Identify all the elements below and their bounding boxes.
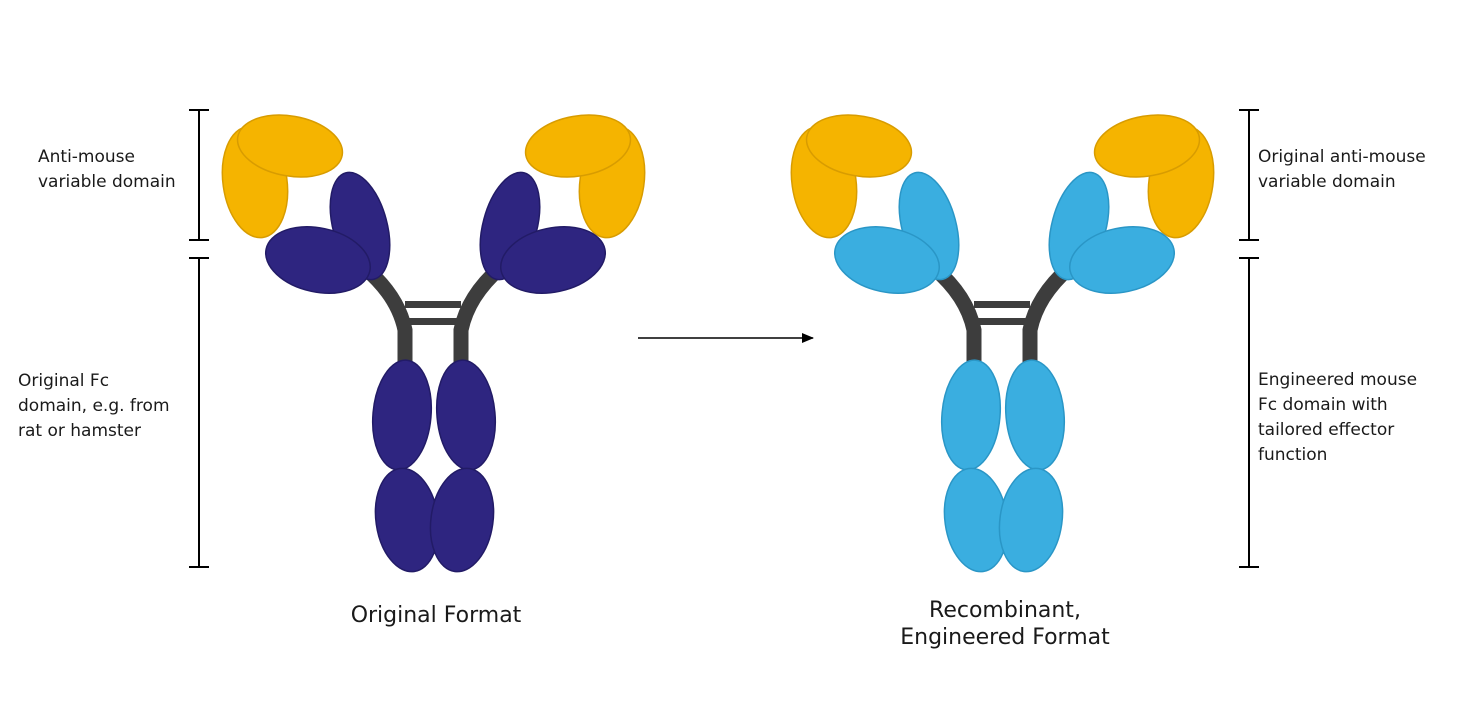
left-fc-label-line3: rat or hamster: [18, 421, 141, 441]
engineered-antibody: [790, 114, 1215, 573]
right-fc-label: Engineered mouse Fc domain with tailored…: [1258, 368, 1417, 468]
original-antibody: [221, 114, 646, 573]
constant-domain: [1068, 226, 1176, 294]
right-variable-label-line2: variable domain: [1258, 172, 1396, 192]
hinge-left-arm: [926, 260, 982, 378]
hinge-left-arm: [357, 260, 413, 378]
right-fc-label-line3: tailored effector: [1258, 420, 1395, 440]
engineered-format-caption: Recombinant, Engineered Format: [855, 597, 1155, 651]
left-variable-label: Anti-mouse variable domain: [38, 145, 176, 195]
right-variable-bracket: [1239, 109, 1259, 241]
hinge-right-arm: [1022, 260, 1077, 378]
constant-domain: [499, 226, 607, 294]
disulfide-bond-upper: [974, 301, 1030, 308]
engineered-format-caption-line1: Recombinant,: [929, 598, 1081, 623]
left-variable-label-line1: Anti-mouse: [38, 147, 135, 167]
fc-domain: [371, 359, 433, 471]
constant-domain: [833, 226, 941, 294]
constant-domain: [264, 226, 372, 294]
left-fc-label-line1: Original Fc: [18, 371, 110, 391]
right-variable-label: Original anti-mouse variable domain: [1258, 145, 1426, 195]
left-fc-label: Original Fc domain, e.g. from rat or ham…: [18, 369, 170, 444]
variable-domain: [805, 114, 913, 178]
disulfide-bond-lower: [974, 318, 1030, 325]
disulfide-bond-lower: [405, 318, 461, 325]
left-fc-label-line2: domain, e.g. from: [18, 396, 170, 416]
variable-domain: [1093, 114, 1201, 178]
fc-domain: [998, 467, 1064, 573]
fc-domain: [429, 467, 495, 573]
original-format-caption: Original Format: [350, 603, 522, 628]
fc-domain: [1004, 359, 1066, 471]
left-fc-bracket: [189, 257, 209, 568]
engineered-format-caption-line2: Engineered Format: [900, 625, 1110, 650]
variable-domain: [524, 114, 632, 178]
right-fc-label-line1: Engineered mouse: [1258, 370, 1418, 390]
disulfide-bond-upper: [405, 301, 461, 308]
left-variable-bracket: [189, 109, 209, 241]
right-fc-label-line4: function: [1258, 445, 1328, 465]
fc-domain: [940, 359, 1002, 471]
right-fc-label-line2: Fc domain with: [1258, 395, 1388, 415]
fc-domain: [435, 359, 497, 471]
hinge-right-arm: [453, 260, 508, 378]
variable-domain: [236, 114, 344, 178]
left-variable-label-line2: variable domain: [38, 172, 176, 192]
right-variable-label-line1: Original anti-mouse: [1258, 147, 1426, 167]
right-fc-bracket: [1239, 257, 1259, 568]
